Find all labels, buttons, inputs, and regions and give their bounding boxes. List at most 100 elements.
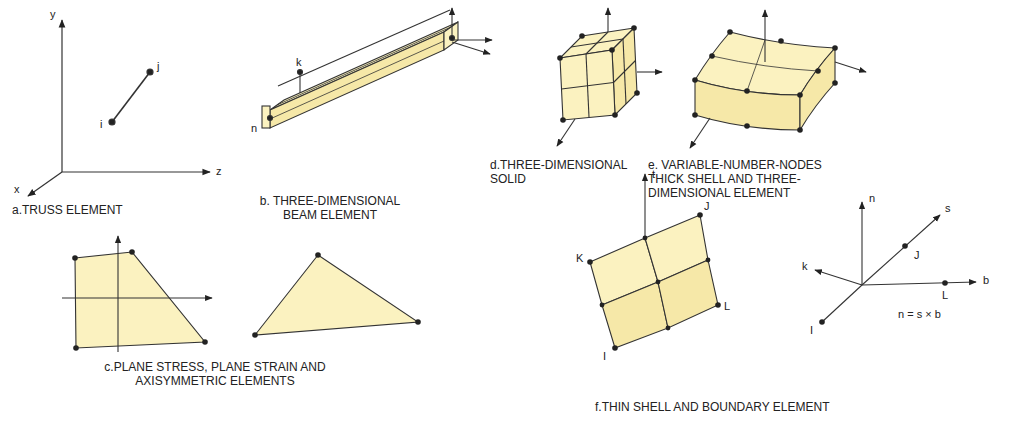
drawing-line bbox=[557, 119, 575, 146]
drawing-polygon bbox=[658, 260, 718, 328]
node-label: J bbox=[704, 200, 710, 212]
drawing-circle bbox=[832, 45, 838, 51]
drawing-line bbox=[637, 71, 662, 72]
drawing-g bbox=[692, 29, 838, 133]
drawing-g bbox=[557, 25, 640, 123]
drawing-circle bbox=[298, 70, 303, 75]
element-caption: a.TRUSS ELEMENT bbox=[12, 203, 123, 217]
drawing-line bbox=[861, 202, 862, 285]
drawing-circle bbox=[560, 117, 566, 123]
drawing-circle bbox=[656, 280, 661, 285]
drawing-circle bbox=[631, 25, 637, 31]
node-label: L bbox=[724, 300, 730, 312]
drawing-circle bbox=[744, 88, 750, 94]
drawing-circle bbox=[709, 53, 715, 59]
axis-label: t bbox=[652, 168, 655, 180]
element-caption: b. THREE-DIMENSIONAL BEAM ELEMENT bbox=[245, 194, 415, 222]
formula-label: n = s × b bbox=[898, 308, 941, 320]
drawing-path bbox=[747, 40, 765, 91]
drawing-g bbox=[587, 212, 721, 351]
drawing-polygon bbox=[444, 22, 458, 50]
axis-label: z bbox=[216, 165, 222, 177]
drawing-polygon bbox=[255, 255, 418, 335]
drawing-line bbox=[270, 41, 444, 119]
drawing-line bbox=[452, 39, 492, 40]
axis-label: k bbox=[802, 260, 808, 272]
drawing-circle bbox=[744, 123, 750, 129]
axis-label: n bbox=[869, 192, 875, 204]
drawing-circle bbox=[557, 55, 563, 61]
element-caption: e. VARIABLE-NUMBER-NODES THICK SHELL AND… bbox=[648, 158, 853, 200]
drawing-path bbox=[800, 48, 835, 130]
drawing-circle bbox=[415, 319, 421, 325]
drawing-circle bbox=[692, 112, 698, 118]
drawing-circle bbox=[692, 77, 698, 83]
drawing-circle bbox=[202, 339, 208, 345]
drawing-circle bbox=[147, 69, 153, 75]
drawing-g bbox=[72, 249, 421, 351]
element-caption: c.PLANE STRESS, PLANE STRAIN AND AXISYMM… bbox=[95, 360, 335, 388]
drawing-circle bbox=[832, 80, 838, 86]
drawing-line bbox=[562, 83, 614, 90]
drawing-circle bbox=[634, 90, 640, 96]
drawing-line bbox=[764, 10, 765, 62]
drawing-line bbox=[451, 8, 452, 36]
element-caption: d.THREE-DIMENSIONAL SOLID bbox=[490, 158, 655, 186]
node-label: j bbox=[157, 60, 159, 72]
drawing-circle bbox=[643, 236, 648, 241]
drawing-polygon bbox=[612, 28, 637, 115]
drawing-circle bbox=[666, 326, 671, 331]
drawing-line bbox=[607, 8, 608, 32]
drawing-circle bbox=[815, 68, 821, 74]
drawing-circle bbox=[73, 345, 79, 351]
drawing-circle bbox=[579, 33, 585, 39]
drawing-circle bbox=[72, 255, 78, 261]
drawing-circle bbox=[797, 92, 803, 98]
drawing-line bbox=[586, 32, 608, 54]
element-caption: f.THIN SHELL AND BOUNDARY ELEMENT bbox=[595, 400, 830, 414]
drawing-line bbox=[62, 171, 210, 172]
drawing-circle bbox=[715, 302, 721, 308]
node-label: I bbox=[603, 350, 606, 362]
drawing-circle bbox=[697, 212, 703, 218]
drawing-circle bbox=[612, 112, 618, 118]
node-label: L bbox=[942, 289, 948, 301]
drawing-line bbox=[614, 61, 636, 83]
node-label: I bbox=[810, 324, 813, 336]
drawing-line bbox=[862, 215, 940, 285]
drawing-line bbox=[862, 282, 976, 285]
boundary-element-axes bbox=[815, 202, 976, 325]
beam-element bbox=[262, 8, 492, 128]
drawing-line bbox=[835, 62, 866, 72]
drawing-circle bbox=[587, 259, 593, 265]
thick-shell-element bbox=[690, 10, 866, 148]
thin-shell-element bbox=[587, 174, 721, 351]
drawing-circle bbox=[778, 38, 784, 44]
axis-label: x bbox=[14, 183, 20, 195]
drawing-path bbox=[695, 80, 800, 130]
drawing-circle bbox=[609, 47, 615, 53]
drawing-line bbox=[690, 118, 710, 148]
drawing-line bbox=[62, 297, 212, 298]
drawing-g bbox=[819, 243, 948, 325]
drawing-polygon bbox=[560, 50, 615, 120]
node-label: J bbox=[914, 249, 920, 261]
drawing-circle bbox=[315, 252, 321, 258]
drawing-circle bbox=[268, 116, 273, 121]
node-label: n bbox=[251, 122, 257, 134]
drawing-line bbox=[815, 270, 862, 285]
drawing-circle bbox=[727, 29, 733, 35]
node-label: i bbox=[100, 118, 102, 130]
drawing-circle bbox=[819, 319, 825, 325]
drawing-circle bbox=[129, 249, 135, 255]
drawing-line bbox=[112, 72, 150, 122]
drawing-circle bbox=[902, 243, 908, 249]
drawing-circle bbox=[252, 332, 258, 338]
drawing-line bbox=[452, 42, 490, 54]
drawing-circle bbox=[942, 280, 948, 286]
drawing-circle bbox=[109, 119, 115, 125]
solid-element bbox=[557, 8, 662, 146]
drawing-line bbox=[28, 172, 62, 196]
axis-label: s bbox=[945, 202, 951, 214]
